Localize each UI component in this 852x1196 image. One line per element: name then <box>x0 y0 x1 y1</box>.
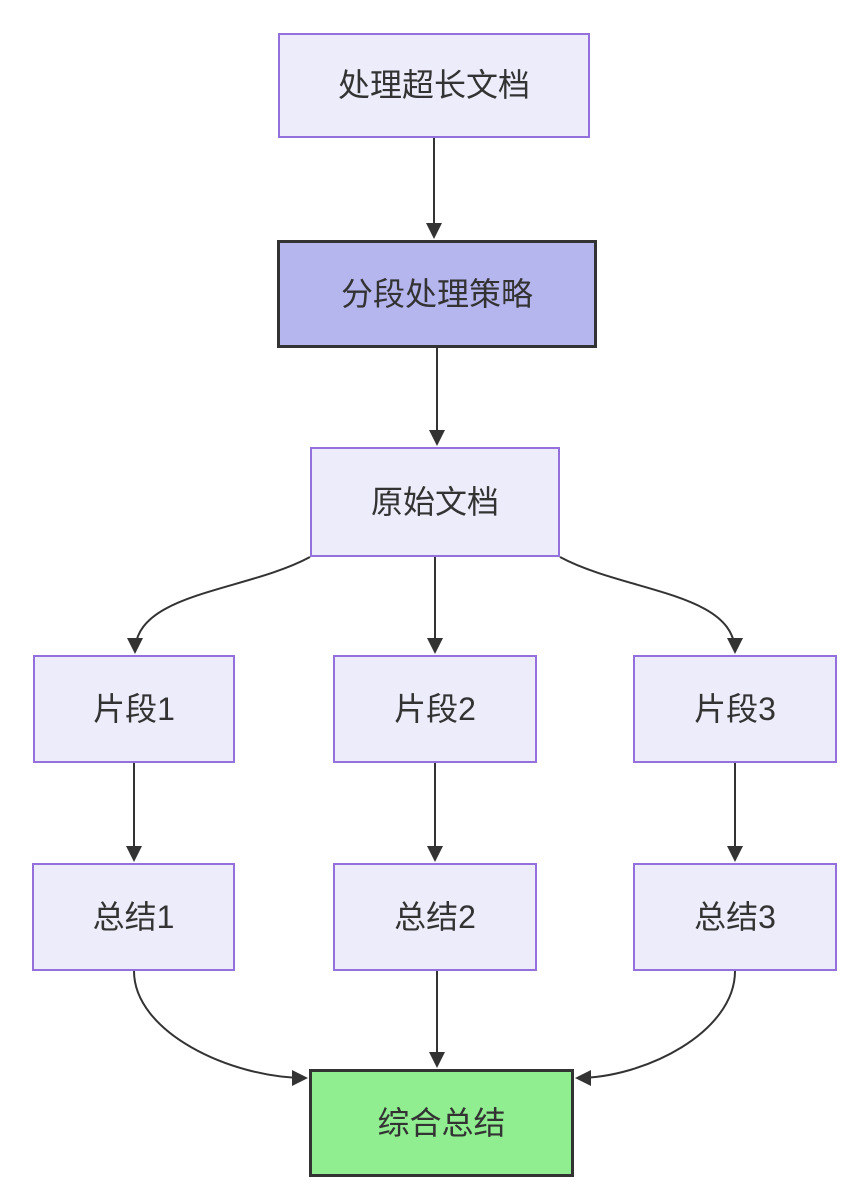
node-label: 总结2 <box>394 898 476 935</box>
node-label: 综合总结 <box>377 1104 506 1141</box>
node-label: 分段处理策略 <box>340 275 533 312</box>
node-summary-3: 总结3 <box>633 863 837 971</box>
node-summary-1: 总结1 <box>32 863 235 971</box>
node-label: 片段2 <box>394 690 476 727</box>
edge-sum1-final <box>133 970 308 1086</box>
edge-sum3-final <box>575 970 736 1086</box>
edge-original-frag3 <box>559 556 743 654</box>
edge-original-frag1 <box>127 556 311 654</box>
node-process-long-doc: 处理超长文档 <box>278 33 590 138</box>
node-label: 原始文档 <box>370 483 499 520</box>
node-summary-2: 总结2 <box>333 863 537 971</box>
node-label: 片段1 <box>93 690 175 727</box>
node-label: 片段3 <box>694 690 776 727</box>
node-label: 处理超长文档 <box>337 67 530 104</box>
node-original-document: 原始文档 <box>310 447 560 557</box>
node-fragment-2: 片段2 <box>333 655 537 763</box>
node-final-summary: 综合总结 <box>309 1069 574 1177</box>
node-segmentation-strategy: 分段处理策略 <box>277 240 597 348</box>
node-fragment-1: 片段1 <box>33 655 235 763</box>
node-label: 总结1 <box>92 898 175 935</box>
node-fragment-3: 片段3 <box>633 655 837 763</box>
node-label: 总结3 <box>694 898 776 935</box>
